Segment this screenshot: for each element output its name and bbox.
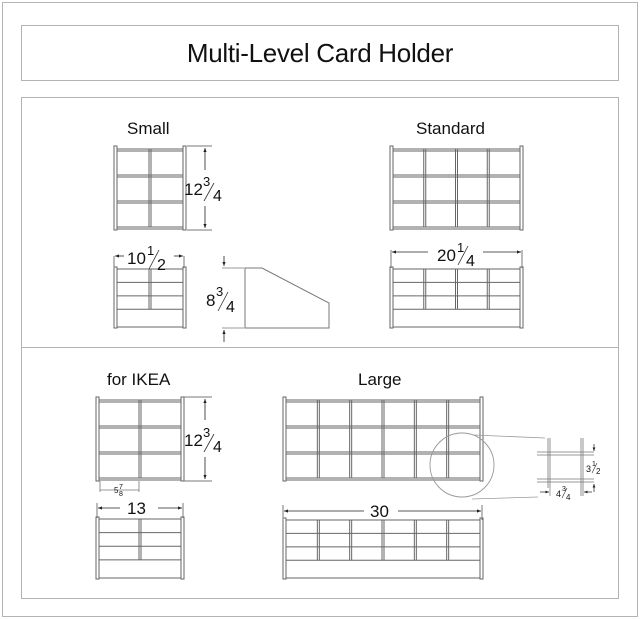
- drawing-panel: [21, 97, 619, 599]
- standard-width-whole: 20: [437, 246, 456, 265]
- label-ikea: for IKEA: [107, 370, 171, 389]
- ikea-height-num: 3: [203, 425, 210, 440]
- small-height-whole: 12: [184, 180, 203, 199]
- profile-height-whole: 8: [206, 291, 215, 310]
- ikea-cell-width-num: 7: [119, 484, 123, 491]
- small-width-num: 1: [147, 243, 154, 258]
- detail-width-num: 3: [562, 486, 566, 493]
- side-profile: 8 3 4: [206, 256, 330, 342]
- detail-callout: 3 1 2 4 3 4: [429, 432, 601, 502]
- detail-width-den: 4: [566, 493, 571, 502]
- standard-width-dimension: 20 1 4: [390, 240, 523, 270]
- detail-width-whole: 4: [556, 489, 561, 499]
- title-box: Multi-Level Card Holder: [21, 25, 619, 81]
- ikea-cell-width-whole: 5: [114, 486, 119, 495]
- detail-height-whole: 3: [586, 464, 591, 474]
- ikea-height-den: 4: [213, 439, 222, 456]
- standard-width-num: 1: [457, 240, 464, 255]
- small-height-den: 4: [213, 188, 222, 205]
- ikea-width-value: 13: [127, 499, 146, 518]
- label-small: Small: [127, 119, 170, 138]
- ikea-cell-width-den: 8: [119, 491, 123, 498]
- small-height-dimension: 12 3 4: [184, 145, 222, 231]
- small-width-whole: 10: [127, 249, 146, 268]
- ikea-height-dimension: 12 3 4: [184, 396, 222, 482]
- small-width-den: 2: [157, 257, 166, 274]
- large-width-dimension: 30: [282, 502, 483, 521]
- section-divider: [21, 347, 619, 348]
- label-standard: Standard: [416, 119, 485, 138]
- large-width-value: 30: [370, 502, 389, 521]
- detail-height-den: 2: [596, 467, 601, 476]
- ikea-cell-width-dimension: 5 7 8: [99, 481, 140, 498]
- ikea-width-dimension: 13: [96, 499, 184, 518]
- small-width-dimension: 10 1 2: [113, 243, 185, 274]
- profile-height-num: 3: [216, 284, 223, 299]
- ikea-height-whole: 12: [184, 431, 203, 450]
- detail-circle: [429, 432, 495, 498]
- standard-width-den: 4: [466, 253, 475, 270]
- detail-height-num: 1: [592, 461, 596, 468]
- profile-height-den: 4: [226, 299, 235, 316]
- page-title: Multi-Level Card Holder: [186, 38, 454, 68]
- label-large: Large: [358, 370, 402, 389]
- small-height-num: 3: [203, 174, 210, 189]
